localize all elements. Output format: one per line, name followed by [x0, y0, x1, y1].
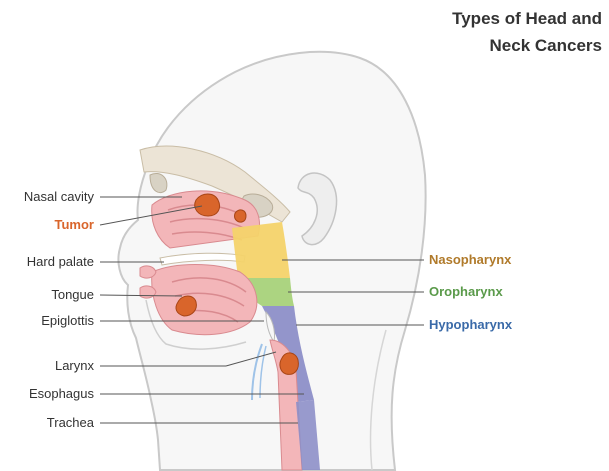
label-larynx: Larynx [55, 358, 95, 373]
label-esophagus: Esophagus [29, 386, 95, 401]
label-nasal-cavity: Nasal cavity [24, 189, 95, 204]
tumor-larynx [280, 353, 298, 374]
nasopharynx-region [232, 222, 290, 278]
title-line-2: Neck Cancers [490, 36, 602, 55]
tumor-nasopharynx [235, 210, 247, 222]
label-tongue: Tongue [51, 287, 94, 302]
tongue-region [152, 265, 257, 335]
label-tumor: Tumor [55, 217, 94, 232]
label-hypopharynx: Hypopharynx [429, 317, 513, 332]
tumor-nasal [195, 194, 220, 216]
label-oropharynx: Oropharynx [429, 284, 503, 299]
label-hard-palate: Hard palate [27, 254, 94, 269]
label-nasopharynx: Nasopharynx [429, 252, 512, 267]
label-epiglottis: Epiglottis [41, 313, 94, 328]
title-line-1: Types of Head and [452, 9, 602, 28]
label-trachea: Trachea [47, 415, 95, 430]
